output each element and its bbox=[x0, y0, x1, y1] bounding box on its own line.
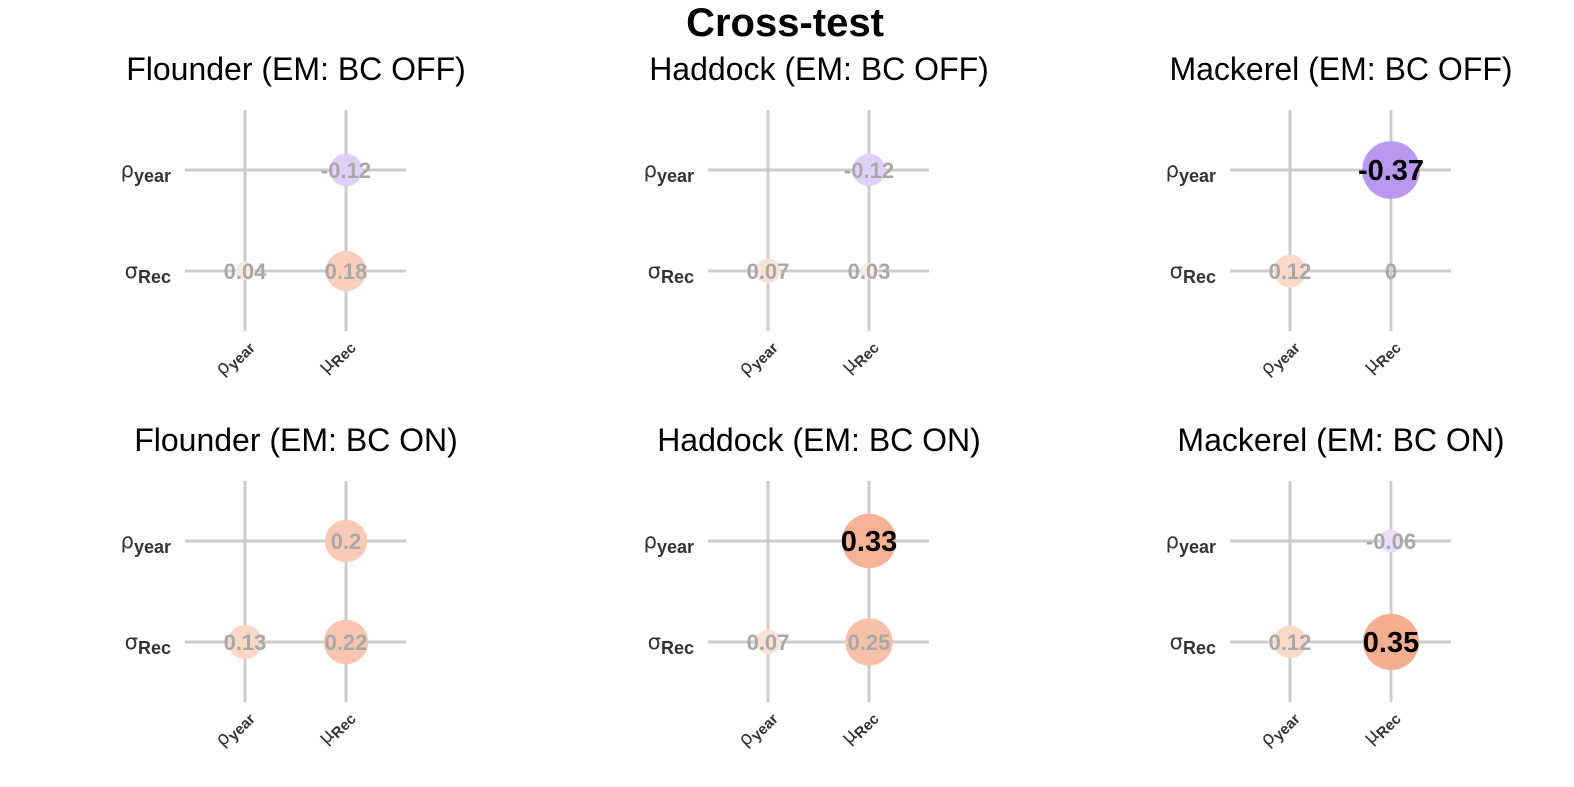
heatmap-panel: Flounder (EM: BC ON) ρyear σRec ρyear μRec 0.… bbox=[121, 422, 458, 753]
correlation-value-label: 0.33 bbox=[841, 526, 897, 558]
x-tick-label: μRec bbox=[314, 705, 360, 751]
y-tick-label: ρyear bbox=[1166, 158, 1216, 186]
heatmap-panel: Haddock (EM: BC OFF) ρyear σRec ρyear μRec -0… bbox=[644, 51, 989, 382]
heatmap-panel: Mackerel (EM: BC OFF) ρyear σRec ρyear μRec -… bbox=[1166, 51, 1513, 382]
x-tick-label: μRec bbox=[314, 334, 360, 380]
y-tick-label: ρyear bbox=[121, 158, 171, 186]
y-tick-label: ρyear bbox=[121, 529, 171, 557]
y-tick-label: ρyear bbox=[1166, 529, 1216, 557]
correlation-value-label: -0.06 bbox=[1366, 529, 1416, 554]
correlation-value-label: 0.03 bbox=[848, 259, 891, 284]
correlation-value-label: -0.12 bbox=[844, 158, 894, 183]
panel-title: Haddock (EM: BC OFF) bbox=[649, 51, 989, 87]
y-tick-label: σRec bbox=[1170, 630, 1216, 658]
figure-title: Cross-test bbox=[686, 1, 884, 45]
x-tick-label: ρyear bbox=[1256, 705, 1304, 753]
correlation-value-label: 0.35 bbox=[1363, 627, 1419, 659]
x-tick-label: ρyear bbox=[1256, 334, 1304, 382]
x-tick-label: μRec bbox=[837, 334, 883, 380]
correlation-circle bbox=[1379, 529, 1403, 553]
correlation-circle bbox=[235, 261, 255, 281]
y-tick-label: ρyear bbox=[644, 158, 694, 186]
x-tick-label: ρyear bbox=[211, 334, 259, 382]
correlation-circle bbox=[1273, 625, 1307, 659]
panel-title: Mackerel (EM: BC OFF) bbox=[1169, 51, 1512, 87]
correlation-circle bbox=[1362, 141, 1420, 199]
correlation-circle bbox=[325, 250, 367, 292]
y-tick-label: σRec bbox=[125, 259, 171, 287]
correlation-circle bbox=[841, 513, 897, 569]
panel-title: Flounder (EM: BC ON) bbox=[134, 422, 458, 458]
correlation-value-label: 0.13 bbox=[224, 630, 267, 655]
y-tick-label: σRec bbox=[648, 630, 694, 658]
correlation-circle bbox=[227, 624, 263, 660]
correlation-value-label: 0.25 bbox=[848, 630, 891, 655]
correlation-circle bbox=[860, 262, 878, 280]
correlation-value-label: 0.18 bbox=[325, 259, 368, 284]
panel-grid: Flounder (EM: BC OFF) ρyear σRec ρyear μRec -… bbox=[121, 51, 1513, 753]
x-tick-label: ρyear bbox=[734, 334, 782, 382]
y-tick-label: σRec bbox=[1170, 259, 1216, 287]
heatmap-panel: Mackerel (EM: BC ON) ρyear σRec ρyear μRec -0… bbox=[1166, 422, 1505, 753]
correlation-circle bbox=[1273, 254, 1307, 288]
correlation-value-label: 0 bbox=[1385, 259, 1397, 284]
panel-title: Haddock (EM: BC ON) bbox=[657, 422, 981, 458]
panel-title: Flounder (EM: BC OFF) bbox=[126, 51, 466, 87]
correlation-value-label: -0.37 bbox=[1358, 155, 1424, 187]
correlation-circle bbox=[755, 258, 781, 284]
x-tick-label: μRec bbox=[837, 705, 883, 751]
correlation-value-label: 0.04 bbox=[224, 259, 268, 284]
heatmap-panel: Flounder (EM: BC OFF) ρyear σRec ρyear μRec -… bbox=[121, 51, 466, 382]
heatmap-panel: Haddock (EM: BC ON) ρyear σRec ρyear μRec 0.3… bbox=[644, 422, 981, 753]
correlation-value-label: 0.22 bbox=[325, 630, 368, 655]
correlation-value-label: -0.12 bbox=[321, 158, 371, 183]
y-tick-label: σRec bbox=[648, 259, 694, 287]
correlation-value-label: 0.12 bbox=[1269, 630, 1312, 655]
correlation-circle bbox=[329, 153, 363, 187]
panel-title: Mackerel (EM: BC ON) bbox=[1177, 422, 1504, 458]
correlation-value-label: 0.12 bbox=[1269, 259, 1312, 284]
y-tick-label: ρyear bbox=[644, 529, 694, 557]
correlation-circle bbox=[324, 519, 368, 563]
x-tick-label: μRec bbox=[1359, 334, 1405, 380]
correlation-circle bbox=[1362, 613, 1420, 671]
correlation-value-label: 0.07 bbox=[747, 259, 790, 284]
correlation-circle bbox=[323, 619, 369, 665]
correlation-value-label: 0.07 bbox=[747, 630, 790, 655]
correlation-circle bbox=[845, 618, 893, 666]
correlation-circle bbox=[755, 629, 781, 655]
x-tick-label: ρyear bbox=[211, 705, 259, 753]
y-tick-label: σRec bbox=[125, 630, 171, 658]
correlation-circle bbox=[852, 153, 886, 187]
correlation-value-label: 0.2 bbox=[331, 529, 362, 554]
x-tick-label: μRec bbox=[1359, 705, 1405, 751]
x-tick-label: ρyear bbox=[734, 705, 782, 753]
